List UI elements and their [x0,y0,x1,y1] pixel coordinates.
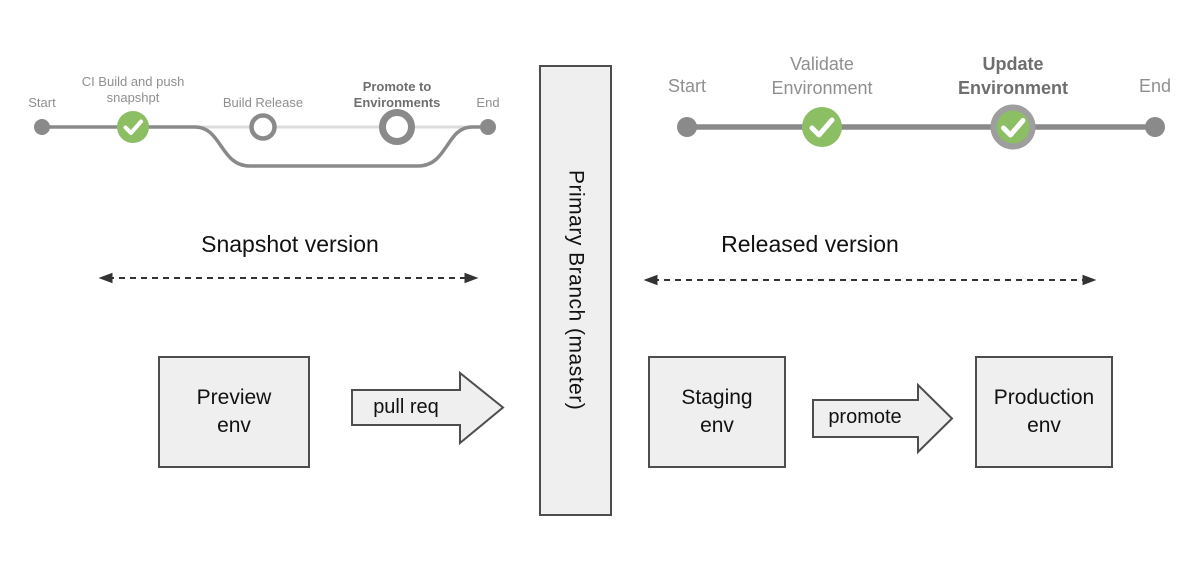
left-pipeline-track [34,109,496,168]
right-update-node [990,104,1036,150]
left-end-label: End [476,95,500,110]
snapshot-version-title: Snapshot version [201,231,379,257]
released-version-title: Released version [721,231,899,257]
right-start-label: Start [667,76,706,96]
left-promote-node [379,109,415,145]
pull-request-arrow [351,370,505,446]
preview-env-label: Preview env [196,385,272,437]
primary-branch-label: Primary Branch (master) [564,170,588,411]
primary-branch-box: Primary Branch (master) [539,65,612,516]
staging-env-label: Staging env [681,385,753,437]
left-build-label: CI Build and push snapshpt [81,74,185,105]
promote-arrow-label: promote [828,406,902,428]
check-icon [809,117,835,138]
left-end-dot [480,119,496,135]
check-icon [123,119,143,135]
right-end-dot [1145,117,1165,137]
production-env-box: Production env [975,356,1113,468]
check-icon [1001,118,1026,138]
promote-arrow [812,382,954,455]
right-validate-label: Validate Environment [771,54,873,99]
pull-request-arrow-label: pull req [373,396,439,418]
left-start-label: Start [28,95,56,110]
snapshot-version-span-arrow [98,272,479,284]
right-start-dot [677,117,697,137]
production-env-label: Production env [993,385,1095,437]
right-update-label: Update Environment [957,54,1068,99]
right-end-label: End [1138,76,1172,96]
right-validate-node [802,107,842,147]
released-version-span-arrow [643,274,1097,286]
left-start-dot [34,119,50,135]
right-pipeline-track [677,104,1165,150]
left-build-node [117,111,149,143]
staging-env-box: Staging env [648,356,786,468]
preview-env-box: Preview env [158,356,310,468]
left-release-node [249,113,277,141]
left-release-label: Build Release [222,95,304,110]
left-promote-label: Promote to Environments [353,79,441,110]
